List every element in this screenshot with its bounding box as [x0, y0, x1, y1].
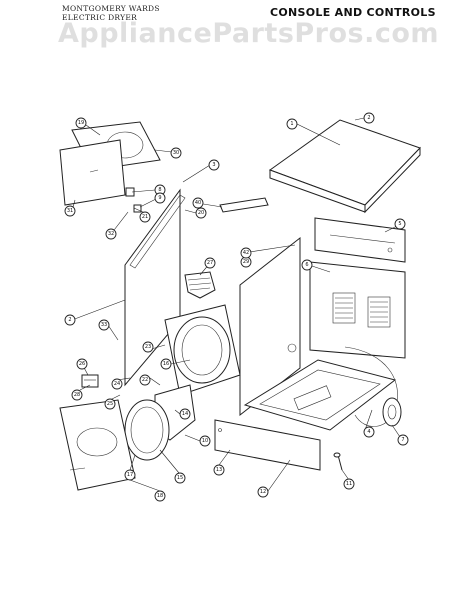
- callout-21: 21: [139, 211, 151, 223]
- svg-text:13: 13: [216, 467, 222, 473]
- svg-text:2: 2: [68, 317, 71, 323]
- svg-text:22: 22: [142, 377, 148, 383]
- svg-text:21: 21: [142, 214, 148, 220]
- svg-text:27: 27: [207, 260, 213, 266]
- svg-text:40: 40: [195, 200, 201, 206]
- callout-33: 33: [98, 319, 110, 331]
- callout-13: 13: [213, 464, 225, 476]
- svg-text:25: 25: [107, 401, 113, 407]
- screw-part: [333, 452, 343, 471]
- callout-40: 40: [192, 197, 204, 209]
- callout-1: 1: [286, 118, 298, 130]
- callout-30: 30: [170, 147, 182, 159]
- svg-text:2: 2: [367, 115, 370, 121]
- door-seal-part: [124, 399, 170, 461]
- svg-text:24: 24: [114, 381, 120, 387]
- callout-6: 6: [301, 259, 313, 271]
- svg-text:11: 11: [346, 481, 352, 487]
- callout-12: 12: [257, 486, 269, 498]
- callout-7: 7: [397, 434, 409, 446]
- callout-2: 2: [363, 112, 375, 124]
- svg-text:20: 20: [198, 210, 204, 216]
- svg-text:1: 1: [290, 121, 293, 127]
- svg-text:29: 29: [243, 259, 249, 265]
- door-switch-part: [81, 374, 99, 388]
- svg-text:17: 17: [127, 472, 133, 478]
- svg-text:28: 28: [74, 392, 80, 398]
- svg-text:6: 6: [305, 262, 308, 268]
- svg-text:23: 23: [145, 344, 151, 350]
- front-frame-part: [129, 194, 186, 269]
- svg-text:32: 32: [108, 231, 114, 237]
- callout-3: 3: [208, 159, 220, 171]
- svg-text:9: 9: [158, 195, 161, 201]
- callout-29: 29: [240, 256, 252, 268]
- callout-9: 9: [154, 192, 166, 204]
- motor-pulley-part: [382, 397, 402, 427]
- callout-2-left: 2: [64, 314, 76, 326]
- svg-text:3: 3: [212, 162, 215, 168]
- header-line-product: ELECTRIC DRYER: [62, 13, 138, 22]
- svg-text:10: 10: [202, 438, 208, 444]
- console-back-part: [314, 217, 406, 263]
- callout-42: 42: [240, 247, 252, 259]
- right-side-panel-part: [239, 236, 301, 417]
- callout-5: 5: [394, 218, 406, 230]
- diagram-header-brand: MONTGOMERY WARDS ELECTRIC DRYER: [62, 4, 160, 22]
- svg-text:31: 31: [67, 208, 73, 214]
- callout-10: 10: [199, 435, 211, 447]
- svg-text:33: 33: [101, 322, 107, 328]
- svg-text:15: 15: [177, 475, 183, 481]
- top-rail-part: [219, 197, 269, 213]
- control-panel-part: [59, 139, 126, 206]
- callout-19: 19: [75, 117, 87, 129]
- callout-25: 25: [104, 398, 116, 410]
- callout-16: 16: [160, 358, 172, 370]
- callout-18: 18: [154, 490, 166, 502]
- callout-26: 26: [76, 358, 88, 370]
- rear-cabinet-part: [309, 261, 406, 359]
- callout-14: 14: [179, 408, 191, 420]
- diagram-title: CONSOLE AND CONTROLS: [270, 6, 436, 19]
- callout-23: 23: [142, 341, 154, 353]
- svg-text:4: 4: [367, 429, 370, 435]
- drum-bulkhead-part: [164, 304, 241, 396]
- callout-32: 32: [105, 228, 117, 240]
- callout-4: 4: [363, 426, 375, 438]
- callout-28: 28: [71, 389, 83, 401]
- svg-text:5: 5: [398, 221, 401, 227]
- callout-24: 24: [111, 378, 123, 390]
- svg-text:26: 26: [79, 361, 85, 367]
- callout-15: 15: [174, 472, 186, 484]
- svg-text:8: 8: [158, 187, 161, 193]
- callout-27: 27: [204, 257, 216, 269]
- callout-22: 22: [139, 374, 151, 386]
- svg-text:12: 12: [260, 489, 266, 495]
- svg-text:42: 42: [243, 250, 249, 256]
- switch-part: [133, 204, 142, 213]
- callout-31: 31: [64, 205, 76, 217]
- door-part: [59, 399, 136, 491]
- svg-text:14: 14: [182, 411, 188, 417]
- svg-text:30: 30: [173, 150, 179, 156]
- callout-17: 17: [124, 469, 136, 481]
- toe-panel-part: [214, 419, 321, 471]
- svg-text:19: 19: [78, 120, 84, 126]
- watermark: AppliancePartsPros.com: [58, 18, 440, 49]
- svg-text:7: 7: [401, 437, 404, 443]
- svg-text:18: 18: [157, 493, 163, 499]
- top-panel-part: [268, 119, 421, 214]
- header-line-brand: MONTGOMERY WARDS: [62, 4, 160, 13]
- callout-11: 11: [343, 478, 355, 490]
- svg-text:16: 16: [163, 361, 169, 367]
- callout-20: 20: [195, 207, 207, 219]
- lint-screen-part: [184, 271, 216, 299]
